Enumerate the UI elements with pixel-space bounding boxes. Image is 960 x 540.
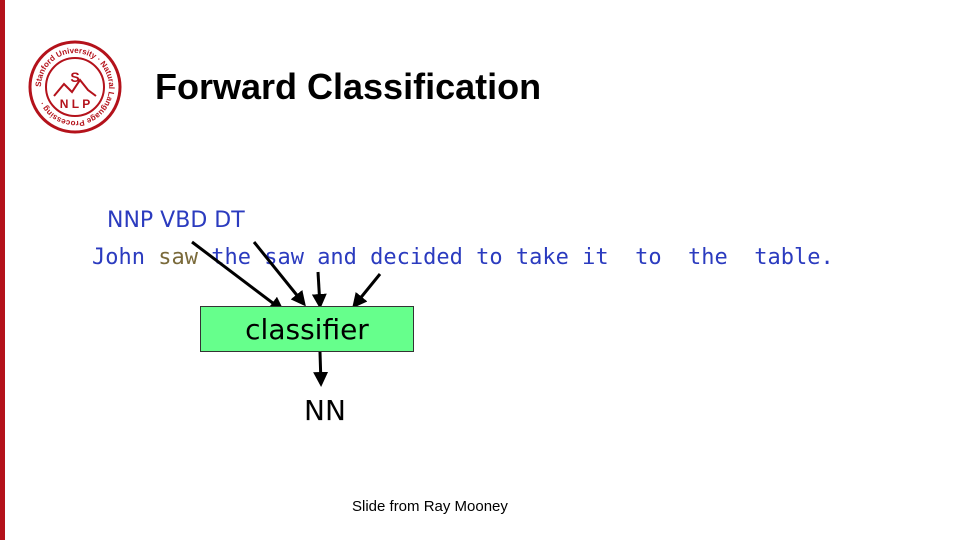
slide-credit: Slide from Ray Mooney <box>352 498 508 515</box>
arrow-to-output <box>313 351 329 387</box>
stanford-nlp-logo-icon: Stanford University · Natural Language P… <box>28 40 122 134</box>
classifier-box: classifier <box>200 306 414 352</box>
svg-text:S: S <box>70 69 79 85</box>
slide-title: Forward Classification <box>155 66 542 107</box>
assigned-tags: NNP VBD DT <box>107 208 245 233</box>
sentence-before: John <box>92 245 159 270</box>
sentence-after: the saw and decided to take it to the ta… <box>197 245 834 270</box>
classifier-label: classifier <box>245 312 369 346</box>
output-tag: NN <box>304 394 346 427</box>
arrow-from-current-word <box>311 271 327 309</box>
left-accent-bar <box>0 0 5 540</box>
current-word: saw <box>158 245 198 270</box>
arrow-from-next-word <box>352 273 382 309</box>
input-sentence: John saw the saw and decided to take it … <box>92 245 834 270</box>
svg-text:N L P: N L P <box>60 97 90 111</box>
